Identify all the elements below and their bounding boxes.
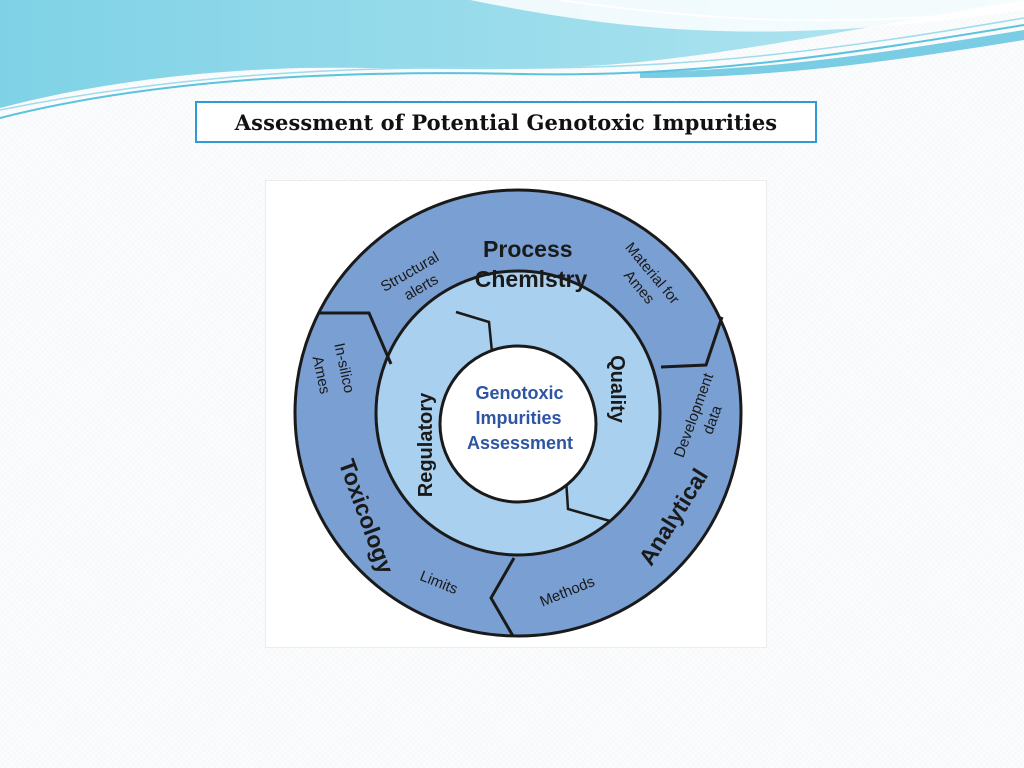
inner-label-quality: Quality	[606, 355, 628, 424]
segment-title-process-line1: Process	[483, 236, 573, 262]
divider-bottom	[489, 557, 516, 637]
slide-title: Assessment of Potential Genotoxic Impuri…	[234, 109, 778, 135]
center-label-line1: Genotoxic	[475, 383, 563, 403]
divider-right	[660, 316, 724, 369]
inner-label-regulatory: Regulatory	[415, 392, 437, 497]
inner-divider-bottom	[564, 478, 611, 523]
svg-text:Genotoxic Impurities: Genotoxic Impurities Assessment	[467, 383, 573, 453]
divider-top-left	[318, 311, 393, 365]
segment-title-process-line2: Chemistry	[475, 266, 588, 292]
svg-text:Process Chemistry: Process Chemistry	[475, 236, 588, 292]
diagram-panel: Genotoxic Impurities Assessment Regulato…	[265, 180, 767, 648]
center-circle	[438, 344, 598, 504]
genotoxic-assessment-diagram: Genotoxic Impurities Assessment Regulato…	[293, 188, 743, 638]
slide-title-box: Assessment of Potential Genotoxic Impuri…	[195, 101, 817, 143]
center-label-line3: Assessment	[467, 433, 573, 453]
center-label-line2: Impurities	[475, 408, 561, 428]
inner-divider-top	[455, 310, 494, 353]
header-wave-decoration	[0, 0, 1024, 119]
